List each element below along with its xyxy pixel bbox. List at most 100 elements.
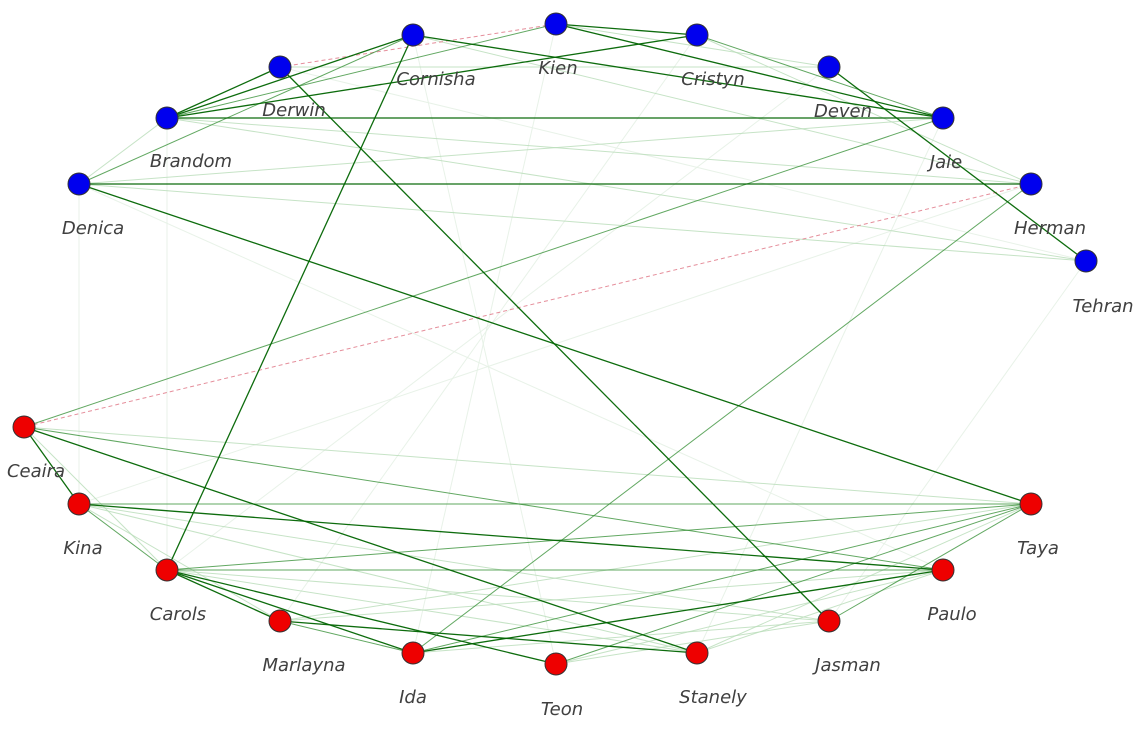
node-label-jaie: Jaie [927,152,962,173]
edge-brandom-herman [166,117,1032,185]
edge-brandom-tehran [166,117,1087,262]
edge-carols-taya [166,503,1032,571]
node-label-taya: Taya [1017,538,1059,559]
node-kien[interactable] [544,12,568,36]
edge-stanely-taya [696,503,1032,654]
edges-layer [23,23,1087,665]
edge-cristyn-marlayna [279,34,698,622]
node-taya[interactable] [1019,492,1043,516]
edge-carols-stanely [166,569,698,654]
node-tehran[interactable] [1074,249,1098,273]
node-label-kien: Kien [538,58,577,79]
node-label-deven: Deven [814,101,872,122]
edge-cristyn-brandom [166,34,698,119]
node-ida[interactable] [401,641,425,665]
edge-carols-jasman [166,569,830,622]
edge-marlayna-stanely [279,620,698,654]
nodes-layer [12,12,1098,676]
edge-kien-jaie [555,23,944,119]
edge-ida-taya [412,503,1032,654]
edge-jasman-kina [78,503,830,622]
edge-kina-paulo [78,503,944,571]
node-cristyn[interactable] [685,23,709,47]
node-label-ceaira: Ceaira [7,461,65,482]
node-jasman[interactable] [817,609,841,633]
edge-ceaira-kina [23,426,80,505]
edge-herman-ida [412,183,1032,654]
edge-denica-paulo [78,183,944,571]
edge-tehran-jasman [828,260,1087,622]
node-label-jasman: Jasman [812,655,881,676]
node-carols[interactable] [155,558,179,582]
edge-teon-paulo [555,569,944,665]
edge-denica-cornisha [78,34,414,185]
node-label-ida: Ida [399,687,427,708]
edge-deven-tehran [828,66,1087,262]
node-label-kina: Kina [63,538,102,559]
node-denica[interactable] [67,172,91,196]
node-label-brandom: Brandom [150,151,232,172]
node-teon[interactable] [544,652,568,676]
edge-marlayna-ida [279,620,414,654]
node-label-tehran: Tehran [1072,296,1133,317]
edge-derwin-tehran [279,66,1087,262]
edge-jasman-taya [828,503,1032,622]
node-jaie[interactable] [931,106,955,130]
edge-carols-marlayna [166,569,281,622]
edge-derwin-brandom [166,66,281,119]
node-marlayna[interactable] [268,609,292,633]
edge-cornisha-carols [166,34,414,571]
edge-jaie-stanely [696,117,944,654]
edge-teon-taya [555,503,1032,665]
node-paulo[interactable] [931,558,955,582]
node-herman[interactable] [1019,172,1043,196]
edge-ceaira-stanely [23,426,698,654]
node-label-marlayna: Marlayna [262,655,345,676]
node-cornisha[interactable] [401,23,425,47]
edge-kina-stanely [78,503,698,654]
edge-denica-brandom [78,117,168,185]
edge-marlayna-taya [279,503,1032,622]
node-ceaira[interactable] [12,415,36,439]
node-label-denica: Denica [62,218,124,239]
node-brandom[interactable] [155,106,179,130]
edge-kien-ida [412,23,557,654]
node-label-herman: Herman [1014,218,1086,239]
edge-carols-teon [166,569,557,665]
edge-carols-ida [166,569,414,654]
edge-ida-paulo [412,569,944,654]
node-label-teon: Teon [541,699,583,720]
node-label-cornisha: Cornisha [396,69,475,90]
edge-paulo-marlayna [279,569,944,622]
edge-denica-tehran [78,183,1087,262]
node-kina[interactable] [67,492,91,516]
edge-kina-carols [78,503,168,571]
edge-denica-jaie [78,117,944,185]
edge-ida-jasman [412,620,830,654]
node-label-stanely: Stanely [679,687,747,708]
node-label-cristyn: Cristyn [681,69,744,90]
edge-herman-ceaira [23,183,1032,428]
edge-deven-carols [166,66,830,571]
edge-cristyn-jaie [696,34,944,119]
edge-cornisha-teon [412,34,557,665]
edge-ceaira-taya [23,426,1032,505]
edge-denica-taya [78,183,1032,505]
edge-kien-cristyn [555,23,698,36]
node-deven[interactable] [817,55,841,79]
node-stanely[interactable] [685,641,709,665]
node-derwin[interactable] [268,55,292,79]
edge-cornisha-jaie [412,34,944,119]
edge-ceaira-paulo [23,426,944,571]
edge-derwin-kien [279,23,557,68]
edge-kina-marlayna [78,503,281,622]
node-label-carols: Carols [150,604,206,625]
edge-cornisha-herman [412,34,1032,185]
edge-cristyn-herman [696,34,1032,185]
node-label-derwin: Derwin [262,100,325,121]
edge-kien-brandom [166,23,557,119]
edge-ceaira-carols [23,426,168,571]
node-label-paulo: Paulo [927,604,976,625]
